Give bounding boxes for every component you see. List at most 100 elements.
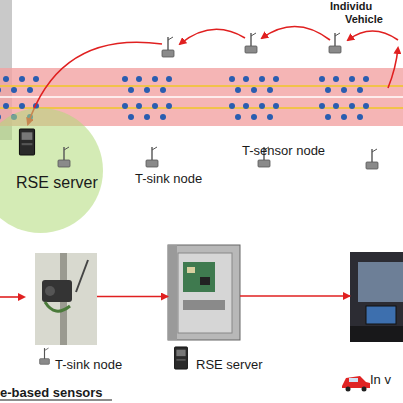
sensor-dot (11, 87, 17, 93)
cut-off-label: Vehicle (345, 13, 383, 25)
sensor-dot (3, 103, 9, 109)
car-wheel (362, 387, 367, 392)
hop-arrow (348, 31, 398, 40)
cabinet-door (168, 245, 177, 340)
terminal-strip (183, 300, 225, 310)
sensor-dot (122, 76, 128, 82)
sensor-dot (136, 103, 142, 109)
car-window (349, 378, 358, 382)
antenna-icon (245, 33, 257, 53)
sensor-dot (267, 114, 273, 120)
sensor-dot (19, 76, 25, 82)
flow-arrow (97, 296, 168, 298)
circuit-board (183, 262, 215, 292)
sensor-dot (235, 114, 241, 120)
photo-background (168, 245, 240, 340)
photo-box: RSE server (168, 245, 240, 340)
antenna-icon (162, 37, 174, 57)
sensor-dot (243, 103, 249, 109)
lane-line (0, 85, 403, 87)
sensor-dot (273, 103, 279, 109)
section-heading: e-based sensors (0, 385, 103, 400)
server-icon (175, 347, 188, 369)
coverage-circle: RSE server (0, 108, 103, 233)
sensor-dot (319, 103, 325, 109)
car-icon (342, 376, 370, 392)
node-label: RSE server (196, 357, 262, 372)
chip (200, 277, 210, 285)
antenna-icon (366, 149, 378, 169)
flow-arrow (0, 296, 24, 298)
sensor-dot (349, 76, 355, 82)
component-label: T-sink node (135, 171, 202, 186)
sensor-dot (122, 103, 128, 109)
sensor-dot (33, 76, 39, 82)
car-body (342, 376, 370, 388)
sensor-dot (152, 76, 158, 82)
sensor-box (42, 280, 72, 302)
sensor-lens (45, 286, 55, 296)
sensor-dot (267, 87, 273, 93)
antenna-icon (146, 147, 158, 167)
sensor-dot (166, 103, 172, 109)
cut-off-label: Individu (330, 0, 372, 12)
sensor-dot (333, 76, 339, 82)
hop-arrow (388, 48, 398, 88)
sensor-dot (319, 76, 325, 82)
dashboard (350, 326, 403, 342)
sink-antennas (146, 33, 378, 169)
sensor-dot (341, 114, 347, 120)
windshield (358, 262, 403, 302)
sensor-dot (0, 114, 1, 120)
antenna-icon (58, 147, 70, 167)
sensor-dot (136, 76, 142, 82)
sensor-dot (152, 103, 158, 109)
cabinet-photo (168, 245, 240, 340)
sensor-dot (325, 87, 331, 93)
sensor-dot (229, 76, 235, 82)
sensor-dot (357, 114, 363, 120)
node-label: T-sink node (55, 357, 122, 372)
sensor-dot (259, 76, 265, 82)
sensor-dot (259, 103, 265, 109)
vehicle-photo (350, 252, 403, 342)
photo-box: In v (350, 252, 403, 342)
car-wheel (346, 387, 351, 392)
sensor-dot (333, 103, 339, 109)
hop-arrow (262, 26, 330, 40)
antenna-icon (329, 33, 341, 53)
antenna-rod (76, 260, 88, 292)
sensor-dot (160, 114, 166, 120)
flow-arrow (240, 295, 350, 297)
sensor-dot (325, 114, 331, 120)
sensor-dot (27, 87, 33, 93)
sensor-dot (235, 87, 241, 93)
sensor-dot (128, 114, 134, 120)
sensor-dot (144, 87, 150, 93)
pole-photo (35, 253, 97, 345)
photo-box: T-sink node (35, 253, 97, 345)
sensor-dot (229, 103, 235, 109)
sensor-dot (160, 87, 166, 93)
sensor-dot (0, 87, 1, 93)
sensor-dot (144, 114, 150, 120)
sensor-dot (19, 103, 25, 109)
lane-line (0, 107, 403, 109)
sensor-dot (243, 76, 249, 82)
chip (187, 267, 195, 273)
node-label: In v (370, 372, 391, 387)
component-label: T-sensor node (242, 143, 325, 158)
server-icon (19, 129, 34, 155)
photo-background (35, 253, 97, 345)
device-screen (366, 306, 396, 324)
hop-arrow (180, 29, 245, 44)
sensor-dot (341, 87, 347, 93)
node-label: RSE server (16, 174, 98, 192)
cable (45, 302, 70, 311)
sensor-dot (166, 76, 172, 82)
sensor-dot (273, 76, 279, 82)
